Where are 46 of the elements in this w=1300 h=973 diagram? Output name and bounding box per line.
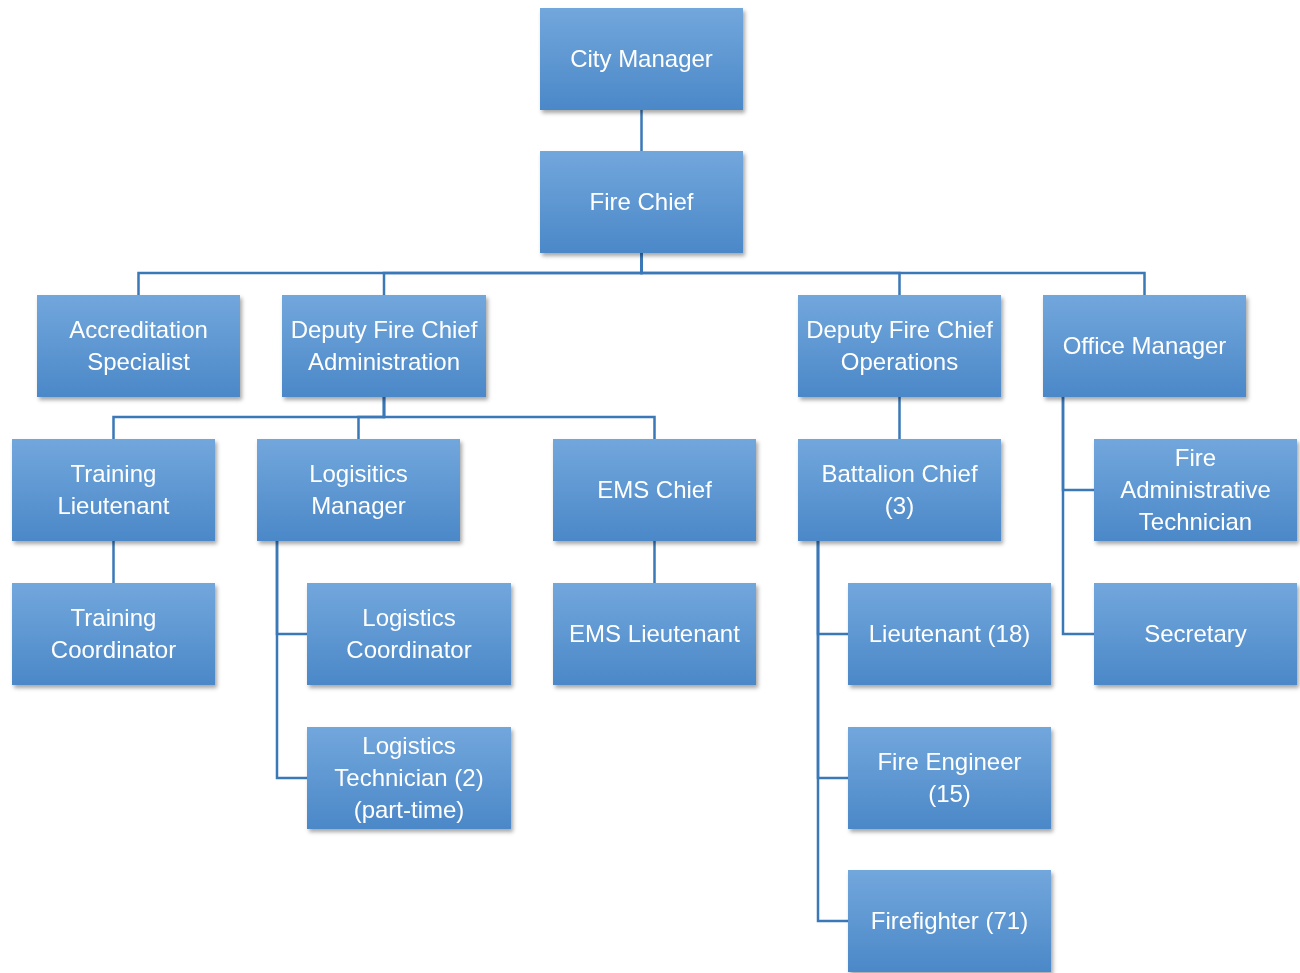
position-title: EMS Lieutenant <box>569 619 740 649</box>
position-title: Logistics Technician (2) (part-time) <box>333 731 485 825</box>
position-title: Training Lieutenant <box>56 459 171 521</box>
connector-line <box>275 541 307 780</box>
position-box <box>1094 583 1297 685</box>
position-title: Logisitics Manager <box>308 459 409 521</box>
position-box <box>282 295 486 397</box>
connector-line <box>1061 397 1094 636</box>
position-box <box>553 583 756 685</box>
position-title: Fire Chief <box>589 187 694 217</box>
connector-line <box>816 541 848 923</box>
connector-line <box>112 541 115 583</box>
position-box <box>1094 439 1297 541</box>
position-box <box>12 439 215 541</box>
connector-line <box>653 541 656 583</box>
position-box <box>540 8 743 110</box>
position-title: Secretary <box>1144 619 1247 649</box>
position-box <box>798 295 1001 397</box>
position-box <box>848 727 1051 829</box>
position-title: EMS Chief <box>597 475 712 505</box>
position-box <box>540 151 743 253</box>
position-title: Logistics Coordinator <box>345 603 473 665</box>
position-box <box>307 727 511 829</box>
position-box <box>257 439 460 541</box>
position-title: Training Coordinator <box>49 603 178 665</box>
position-box <box>798 439 1001 541</box>
position-title: Fire Administrative Technician <box>1119 443 1272 537</box>
position-box <box>553 439 756 541</box>
connector-line <box>898 397 901 439</box>
position-box <box>848 583 1051 685</box>
position-title: Office Manager <box>1062 331 1227 361</box>
position-title: Battalion Chief (3) <box>820 459 979 521</box>
connector-line <box>382 397 656 439</box>
position-title: Lieutenant (18) <box>868 619 1031 649</box>
position-title: Fire Engineer (15) <box>876 747 1023 809</box>
position-box <box>12 583 215 685</box>
position-box <box>37 295 240 397</box>
position-box <box>307 583 511 685</box>
position-title: City Manager <box>570 44 713 74</box>
position-box <box>1043 295 1246 397</box>
position-title: Deputy Fire Chief Administration <box>289 315 479 377</box>
position-title: Accreditation Specialist <box>68 315 209 377</box>
position-title: Firefighter (71) <box>870 906 1029 936</box>
position-title: Deputy Fire Chief Operations <box>805 315 994 377</box>
connector-line <box>640 110 643 151</box>
position-box <box>848 870 1051 972</box>
